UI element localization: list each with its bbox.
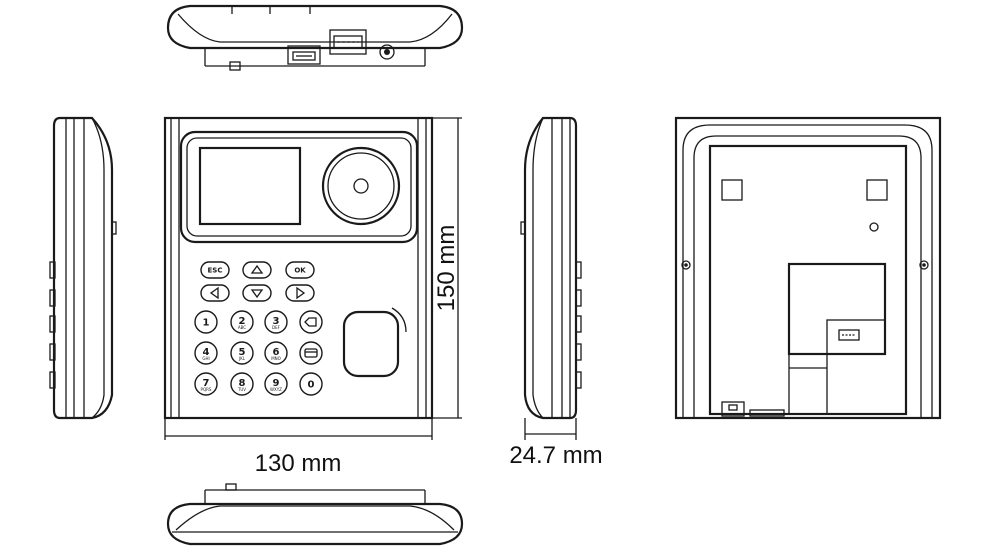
key-letters: TUV: [237, 387, 246, 392]
arrow-right-icon: [296, 286, 306, 300]
backspace-icon: [304, 317, 317, 327]
right-side-view: 24.7 mm: [509, 116, 603, 469]
bottom-view: [166, 483, 464, 546]
key-letters: DEF: [272, 325, 281, 330]
key-letters: PQRS: [201, 387, 212, 392]
key-number: 7: [203, 378, 210, 389]
nav-key-label: OK: [294, 267, 306, 275]
display-screen: [198, 146, 302, 226]
nav-keypad: ESC OK: [200, 261, 315, 302]
nav-key-label: ESC: [208, 267, 223, 275]
back-view: [674, 116, 942, 420]
digit-key-card[interactable]: [299, 341, 323, 365]
key-number: 8: [239, 378, 246, 389]
left-side-view: [49, 116, 117, 420]
depth-label: 24.7 mm: [509, 442, 602, 469]
key-number: 0: [308, 380, 315, 391]
nav-key-arrow-left[interactable]: [200, 284, 230, 302]
key-letters: WXYZ: [270, 387, 282, 392]
key-number: 3: [273, 316, 280, 327]
top-view: [166, 4, 464, 71]
key-number: 5: [239, 347, 246, 358]
nav-key-ok[interactable]: OK: [285, 261, 315, 279]
card-icon: [304, 348, 318, 358]
nav-key-arrow-up[interactable]: [242, 261, 272, 279]
digit-key-backspace[interactable]: [299, 310, 323, 334]
width-label: 130 mm: [255, 450, 342, 477]
key-number: 9: [273, 378, 280, 389]
camera-lens: [321, 146, 401, 226]
digit-key-0[interactable]: 0: [299, 372, 323, 396]
key-letters: JKL: [238, 356, 246, 361]
key-number: 1: [203, 318, 210, 329]
nav-key-arrow-down[interactable]: [242, 284, 272, 302]
nav-key-esc[interactable]: ESC: [200, 261, 230, 279]
key-number: 6: [273, 347, 280, 358]
card-reader-area: [342, 310, 400, 378]
nav-key-arrow-right[interactable]: [285, 284, 315, 302]
key-letters: GHI: [202, 356, 209, 361]
arrow-down-icon: [250, 289, 264, 299]
height-dimension: 150 mm: [432, 117, 462, 419]
key-number: 4: [203, 347, 210, 358]
arrow-left-icon: [209, 286, 219, 300]
key-letters: ABC: [238, 325, 246, 330]
width-dimension: 130 mm: [164, 418, 433, 477]
arrow-up-icon: [250, 264, 264, 274]
digit-key-1[interactable]: 1: [194, 310, 218, 334]
key-letters: MNO: [271, 356, 281, 361]
height-label: 150 mm: [433, 225, 460, 312]
key-number: 2: [239, 316, 246, 327]
